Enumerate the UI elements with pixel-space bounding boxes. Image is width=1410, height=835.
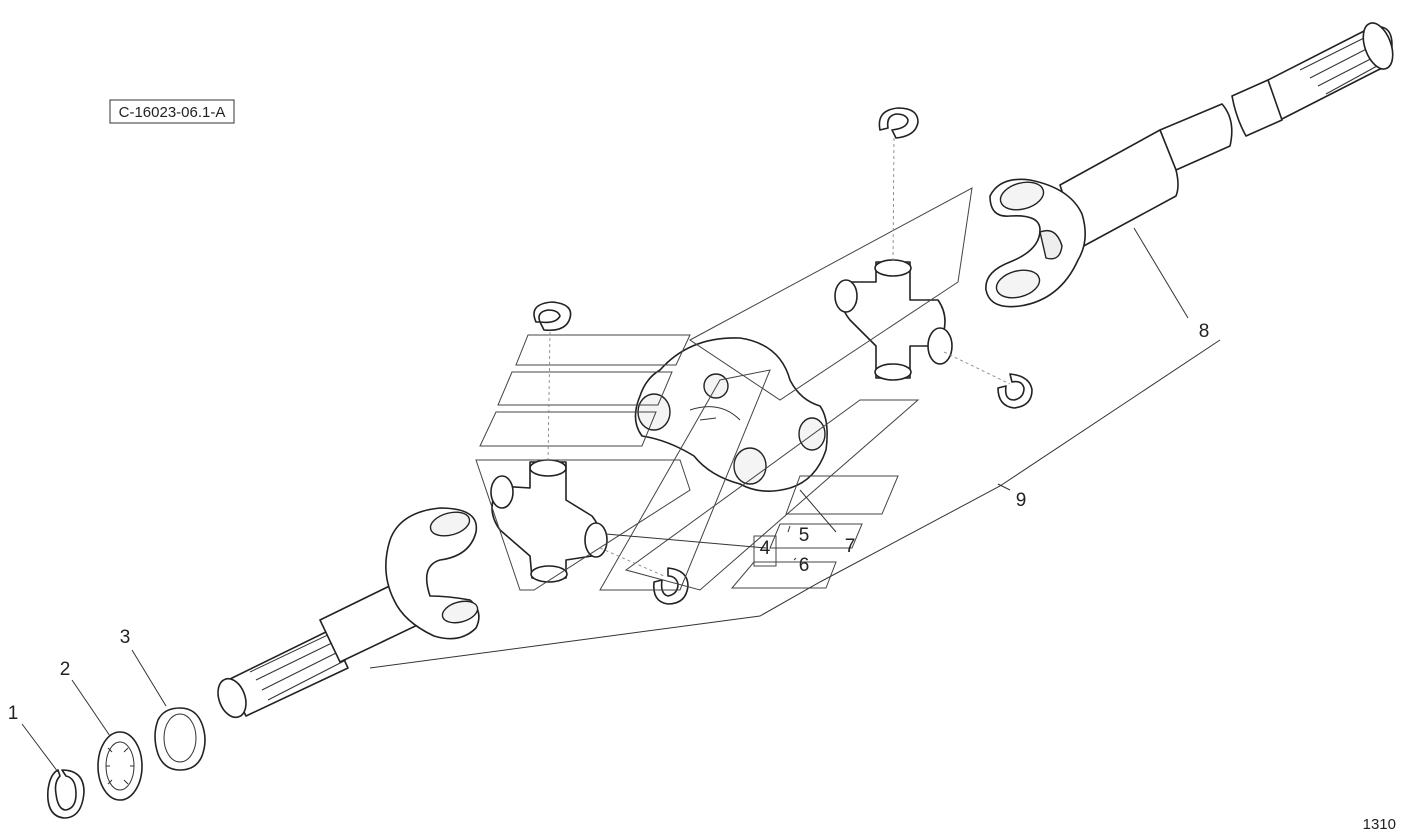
callout-2: 2 [60, 659, 71, 680]
drawing-code: C-16023-06.1-A [119, 104, 226, 121]
snap-ring-lower[interactable] [652, 567, 689, 605]
snap-ring-1[interactable] [47, 769, 85, 819]
callout-7: 7 [845, 536, 856, 557]
assembly-axes [547, 137, 1011, 577]
thrust-washer-2[interactable] [97, 731, 143, 801]
universal-joint-cross-lower[interactable] [490, 459, 608, 583]
callout-4: 4 [760, 538, 771, 559]
callout-5: 5 [799, 525, 810, 546]
page-number: 1310 [1363, 816, 1396, 833]
snap-ring-right[interactable] [997, 373, 1033, 409]
callout-9: 9 [1016, 490, 1027, 511]
callout-8: 8 [1199, 321, 1210, 342]
seal-kit-outlines [475, 187, 973, 591]
universal-joint-cross-upper[interactable] [834, 259, 953, 381]
snap-ring-top[interactable] [878, 107, 919, 139]
callout-1: 1 [8, 703, 19, 724]
leader-lines [21, 227, 1221, 773]
output-shaft-right[interactable] [985, 19, 1399, 308]
callout-6: 6 [799, 555, 810, 576]
center-double-yoke[interactable] [634, 337, 828, 492]
spline-washer-3[interactable] [154, 707, 206, 771]
snap-ring-upper-left[interactable] [533, 301, 572, 332]
output-shaft-left[interactable] [213, 507, 480, 721]
callout-3: 3 [120, 627, 131, 648]
drawing-code-box: C-16023-06.1-A [109, 99, 235, 124]
callout-labels: 1 2 3 4 5 6 7 8 9 [8, 321, 1210, 724]
